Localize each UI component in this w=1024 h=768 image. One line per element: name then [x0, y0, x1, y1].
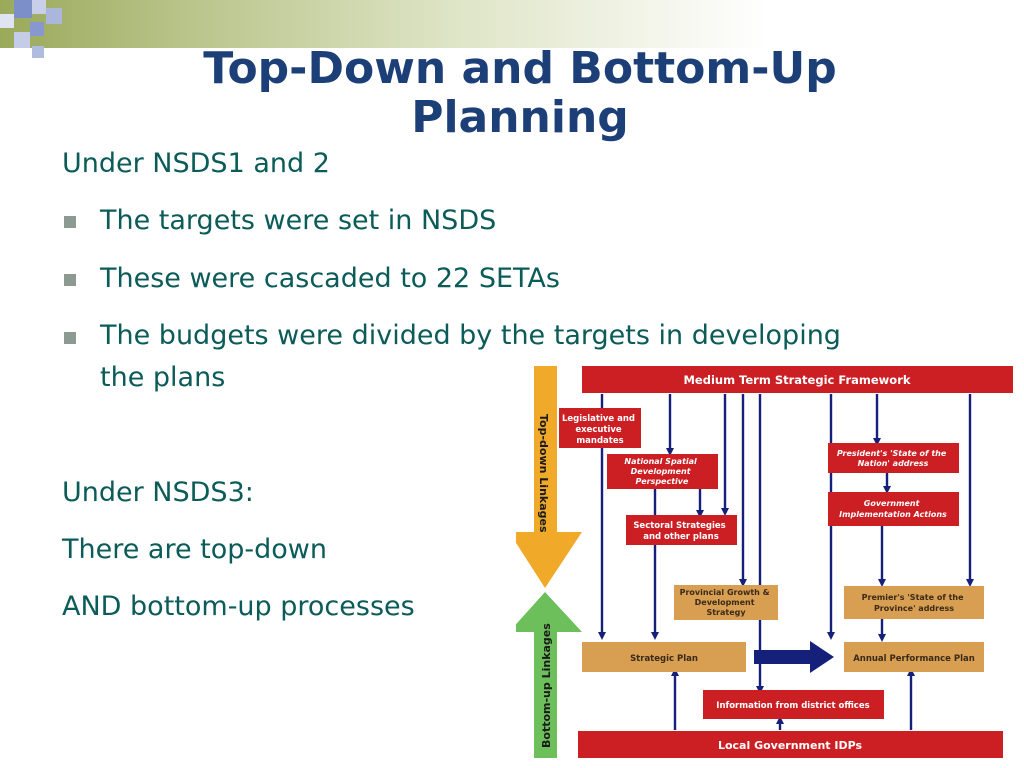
text-bottom-up: AND bottom-up processes: [62, 591, 415, 622]
decor-square: [46, 8, 62, 24]
provincial-label: Provincial Growth & Development Strategy: [680, 588, 773, 617]
bullet-marker: [64, 216, 76, 228]
top-down-label: Top-down Linkages: [537, 414, 550, 533]
premiers-label: Premier's 'State of the Province' addres…: [862, 593, 967, 613]
legislative-label: Legislative and executive mandates: [562, 414, 638, 446]
decor-square: [32, 46, 44, 58]
title-line-2: Planning: [411, 92, 629, 143]
sectoral-label: Sectoral Strategies and other plans: [633, 521, 728, 542]
strategic-to-annual-arrow: [754, 641, 834, 673]
provincial-box: [674, 585, 778, 620]
annual-plan-label: Annual Performance Plan: [853, 654, 975, 664]
nsdp-box: [607, 454, 718, 489]
decor-square: [32, 0, 46, 14]
bottom-up-label: Bottom-up Linkages: [540, 623, 553, 748]
legislative-box: [559, 408, 641, 448]
planning-flow-diagram: Top-down Linkages Bottom-up Linkages Med…: [516, 366, 1013, 758]
premiers-box: [844, 586, 984, 619]
mtsf-label: Medium Term Strategic Framework: [683, 373, 910, 387]
bullet-item-continuation: the plans: [100, 362, 226, 393]
top-down-arrow: [516, 366, 582, 588]
bullet-marker: [64, 332, 76, 344]
intro-nsds3: Under NSDS3:: [62, 477, 254, 508]
gov-impl-label: Government Implementation Actions: [839, 499, 947, 519]
sectoral-box: [626, 515, 737, 545]
mtsf-box: [582, 366, 1013, 393]
bottom-up-arrow: [516, 592, 582, 758]
slide-title: Top-Down and Bottom-Up Planning: [150, 44, 890, 142]
decor-square: [14, 0, 32, 18]
decor-square: [0, 14, 14, 28]
strategic-plan-label: Strategic Plan: [630, 654, 698, 664]
presidents-box: [828, 443, 959, 473]
strategic-plan-box: [582, 642, 746, 672]
decor-square: [30, 22, 44, 36]
decor-square: [14, 32, 30, 48]
bullet-item: The budgets were divided by the targets …: [100, 320, 841, 351]
gov-impl-box: [828, 492, 959, 526]
intro-nsds1-2: Under NSDS1 and 2: [62, 148, 330, 179]
header-gradient-bar: [0, 0, 1024, 48]
bullet-marker: [64, 274, 76, 286]
nsdp-label: National Spatial Development Perspective: [624, 457, 699, 486]
local-gov-label: Local Government IDPs: [718, 739, 863, 752]
annual-plan-box: [844, 642, 984, 672]
bullet-item: The targets were set in NSDS: [100, 205, 497, 236]
text-top-down: There are top-down: [62, 534, 328, 565]
bullet-item: These were cascaded to 22 SETAs: [100, 263, 560, 294]
local-gov-box: [578, 731, 1003, 758]
district-info-label: Information from district offices: [716, 701, 869, 711]
title-line-1: Top-Down and Bottom-Up: [203, 43, 837, 94]
district-info-box: [703, 690, 884, 719]
presidents-label: President's 'State of the Nation' addres…: [837, 449, 949, 468]
